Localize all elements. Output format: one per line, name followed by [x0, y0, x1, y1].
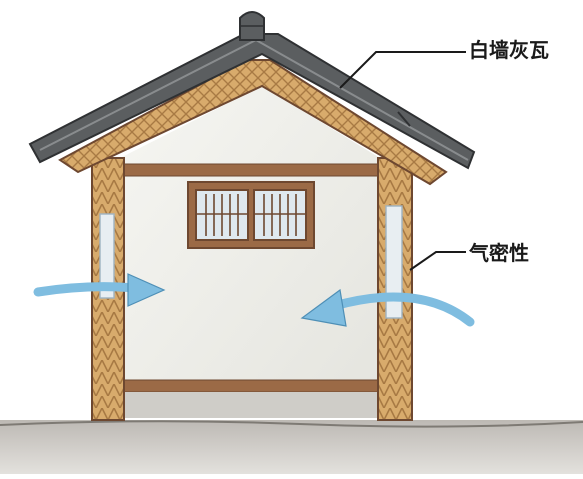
ground — [0, 420, 583, 474]
floor-strip — [120, 392, 382, 418]
interior-wall — [120, 86, 380, 418]
window-icon — [187, 181, 315, 249]
floor-beam — [119, 379, 383, 393]
airtight-leader-line — [409, 251, 466, 271]
airtight-label: 气密性 — [469, 241, 529, 265]
roof-label: 白墙灰瓦 — [469, 38, 549, 62]
roof-leader-line — [339, 51, 466, 89]
air-flow-arrow-icon — [33, 273, 475, 327]
ceiling-beam — [119, 163, 383, 177]
